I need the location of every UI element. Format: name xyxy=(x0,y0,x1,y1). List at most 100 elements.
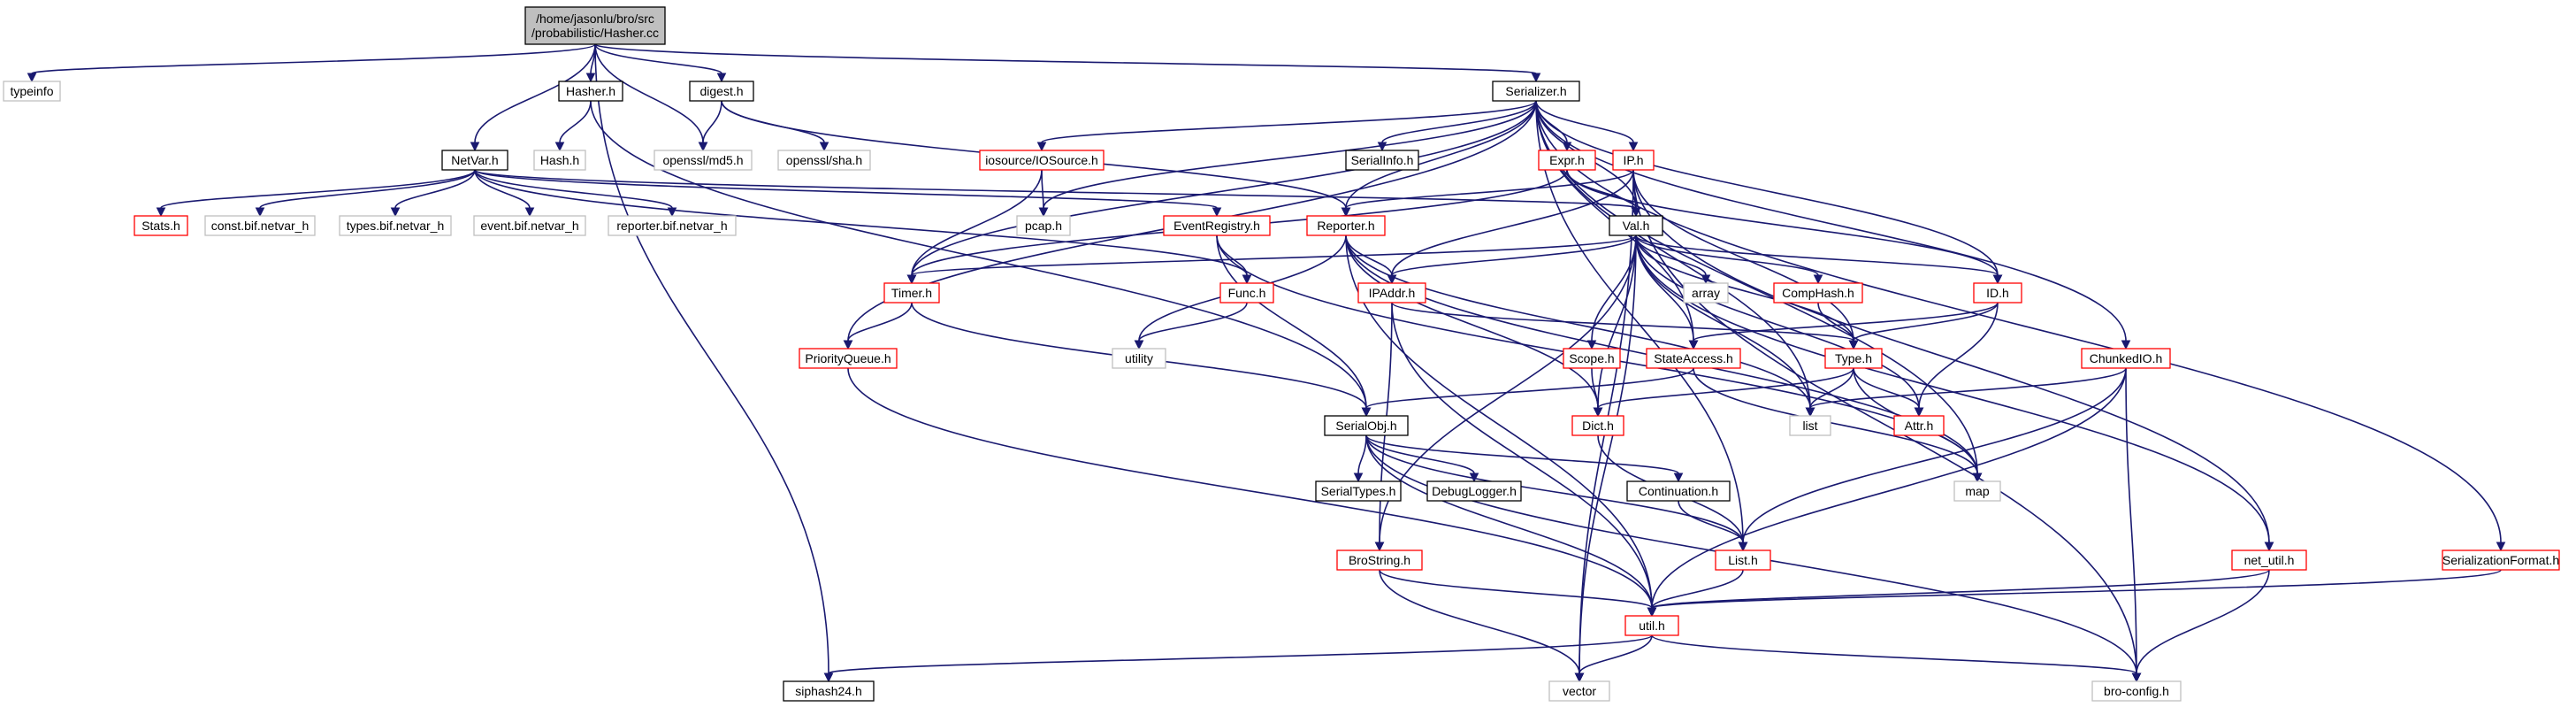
node-md5: openssl/md5.h xyxy=(654,150,753,171)
node-debuglogger[interactable]: DebugLogger.h xyxy=(1426,480,1522,502)
node-eventbif-label-0: event.bif.netvar_h xyxy=(480,219,578,233)
node-iph[interactable]: IP.h xyxy=(1612,150,1655,171)
node-reporter-label-0: Reporter.h xyxy=(1317,219,1374,233)
node-map-box xyxy=(1953,480,2001,502)
node-reporter[interactable]: Reporter.h xyxy=(1306,215,1386,236)
node-continuation[interactable]: Continuation.h xyxy=(1626,480,1731,502)
arrowhead-utilh-to-broconfig xyxy=(2131,672,2142,683)
node-ipaddr[interactable]: IPAddr.h xyxy=(1357,282,1426,304)
node-serialtypes[interactable]: SerialTypes.h xyxy=(1315,480,1402,502)
arrowhead-func-to-utility xyxy=(1134,340,1144,350)
node-stateaccess-box xyxy=(1646,348,1741,369)
edge-serializer-to-iosource xyxy=(1041,100,1537,143)
node-expr-box xyxy=(1538,150,1596,171)
arrowhead-serformat-to-utilh xyxy=(1647,607,1657,618)
edge-continuation-to-listh xyxy=(1678,500,1744,543)
node-iosource[interactable]: iosource/IOSource.h xyxy=(979,150,1105,171)
edge-stateaccess-to-map xyxy=(1693,367,1978,474)
node-siphash[interactable]: siphash24.h xyxy=(783,680,875,702)
arrowhead-valh-to-idh xyxy=(1992,274,2003,285)
edge-eventreg-to-serialobj xyxy=(1216,234,1367,409)
node-typeh[interactable]: Type.h xyxy=(1824,348,1883,369)
node-array-label-0: array xyxy=(1692,286,1720,300)
node-serialinfo[interactable]: SerialInfo.h xyxy=(1345,150,1419,171)
arrowhead-netvar-to-typesbif xyxy=(390,207,401,218)
edge-valh-to-attr xyxy=(1635,234,1920,409)
node-netutil-label-0: net_util.h xyxy=(2244,553,2295,567)
arrowhead-stateaccess-to-serialobj xyxy=(1361,407,1372,418)
node-continuation-box xyxy=(1626,480,1731,502)
node-idh[interactable]: ID.h xyxy=(1973,282,2022,304)
node-timer[interactable]: Timer.h xyxy=(883,282,940,304)
node-dict[interactable]: Dict.h xyxy=(1571,415,1624,436)
node-eventreg[interactable]: EventRegistry.h xyxy=(1163,215,1271,236)
node-pcap: pcap.h xyxy=(1016,215,1071,236)
edge-netvar-to-stats xyxy=(160,169,476,209)
node-serializer[interactable]: Serializer.h xyxy=(1492,81,1580,102)
edge-utilh-to-siphash xyxy=(828,634,1653,674)
node-utilh-label-0: util.h xyxy=(1639,619,1665,633)
node-broconfig-label-0: bro-config.h xyxy=(2104,684,2169,698)
arrowhead-utilh-to-siphash xyxy=(823,672,834,683)
node-hasherh[interactable]: Hasher.h xyxy=(558,81,623,102)
edge-brostring-to-utilh xyxy=(1379,569,1653,609)
edge-reporter-to-list xyxy=(1345,234,1811,409)
node-typesbif: types.bif.netvar_h xyxy=(339,215,452,236)
node-hashh-label-0: Hash.h xyxy=(540,153,579,167)
node-typeinfo-box xyxy=(3,81,61,102)
edge-serializer-to-serialinfo xyxy=(1381,100,1537,143)
node-pqueue[interactable]: PriorityQueue.h xyxy=(799,348,898,369)
node-valh[interactable]: Val.h xyxy=(1609,215,1663,236)
edge-root-to-serializer xyxy=(594,43,1537,74)
arrowhead-iph-to-reporter xyxy=(1341,207,1351,218)
node-func[interactable]: Func.h xyxy=(1219,282,1274,304)
node-serialobj-label-0: SerialObj.h xyxy=(1335,419,1396,433)
arrowhead-hasherh-to-hashh xyxy=(554,142,565,152)
node-listh[interactable]: List.h xyxy=(1715,549,1771,571)
node-constbif: const.bif.netvar_h xyxy=(204,215,316,236)
node-root[interactable]: /home/jasonlu/bro/src/probabilistic/Hash… xyxy=(524,6,666,45)
edge-func-to-utility xyxy=(1138,302,1248,342)
node-iosource-box xyxy=(979,150,1105,171)
edge-iph-to-netutil xyxy=(1632,169,2270,543)
node-netutil[interactable]: net_util.h xyxy=(2231,549,2307,571)
node-serialtypes-box xyxy=(1315,480,1402,502)
node-scope-box xyxy=(1563,348,1621,369)
node-brostring-box xyxy=(1336,549,1423,571)
node-utilh-box xyxy=(1624,615,1679,636)
node-scope[interactable]: Scope.h xyxy=(1563,348,1621,369)
edge-typeh-to-dict xyxy=(1597,367,1854,409)
node-brostring[interactable]: BroString.h xyxy=(1336,549,1423,571)
node-serformat[interactable]: SerializationFormat.h xyxy=(2442,549,2560,571)
node-sha-label-0: openssl/sha.h xyxy=(786,153,862,167)
edge-pqueue-to-utilh xyxy=(847,367,1653,609)
node-serialobj[interactable]: SerialObj.h xyxy=(1324,415,1409,436)
node-comphash[interactable]: CompHash.h xyxy=(1773,282,1863,304)
node-stats[interactable]: Stats.h xyxy=(134,215,188,236)
arrowhead-typeh-to-dict xyxy=(1593,407,1603,418)
arrowhead-digest-to-sha xyxy=(819,142,829,152)
node-reporterbif: reporter.bif.netvar_h xyxy=(608,215,737,236)
node-netvar[interactable]: NetVar.h xyxy=(441,150,508,171)
node-utilh[interactable]: util.h xyxy=(1624,615,1679,636)
edge-serialobj-to-continuation xyxy=(1365,434,1679,474)
edge-typeh-to-list xyxy=(1809,367,1854,409)
node-expr[interactable]: Expr.h xyxy=(1538,150,1596,171)
node-map: map xyxy=(1953,480,2001,502)
edge-iph-to-typeh xyxy=(1632,169,1854,342)
node-stateaccess[interactable]: StateAccess.h xyxy=(1646,348,1741,369)
node-digest[interactable]: digest.h xyxy=(689,81,754,102)
node-utility-label-0: utility xyxy=(1125,351,1153,365)
arrowhead-valh-to-comphash xyxy=(1813,274,1823,285)
edge-valh-to-list xyxy=(1635,234,1811,409)
node-list: list xyxy=(1789,415,1831,436)
node-typeinfo-label-0: typeinfo xyxy=(10,84,53,98)
node-reporterbif-box xyxy=(608,215,737,236)
node-iosource-label-0: iosource/IOSource.h xyxy=(985,153,1098,167)
arrowhead-valh-to-timer xyxy=(906,274,917,285)
node-chunked[interactable]: ChunkedIO.h xyxy=(2081,348,2171,369)
node-netvar-box xyxy=(441,150,508,171)
node-list-label-0: list xyxy=(1802,419,1817,433)
node-attr[interactable]: Attr.h xyxy=(1893,415,1945,436)
